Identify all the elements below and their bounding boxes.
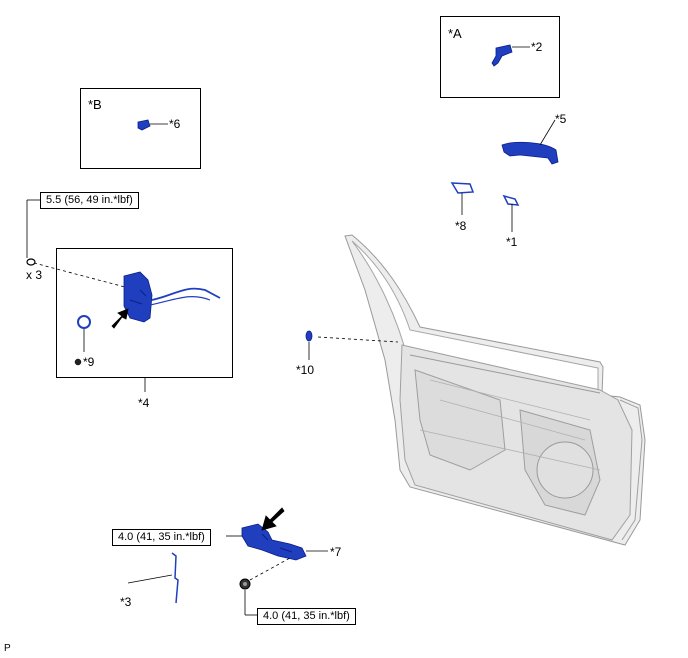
torque-spec-screws: 5.5 (56, 49 in.*lbf) (40, 192, 139, 209)
outside-handle-part (501, 119, 559, 165)
handle-frame-part (226, 507, 328, 581)
lock-clip-part (137, 119, 168, 131)
lock-screw (26, 199, 126, 288)
torque-spec-bracket-bolt: 4.0 (41, 35 in.*lbf) (257, 608, 356, 625)
callout-7: *7 (330, 545, 342, 559)
callout-3: *3 (120, 595, 132, 609)
handle-cap-part (491, 44, 530, 67)
seal-ring-part (74, 315, 91, 366)
callout-5: *5 (555, 112, 567, 126)
service-hole-cover-part (305, 330, 399, 360)
callout-9: *9 (83, 355, 95, 369)
lock-assembly-box (56, 248, 233, 378)
callout-8: *8 (455, 219, 467, 233)
callout-10: *10 (296, 363, 315, 377)
inset-b-box (80, 88, 201, 169)
frame-bolt (239, 578, 257, 616)
inset-a-label: *A (448, 26, 462, 41)
cylinder-cover-part (502, 194, 520, 232)
callout-1: *1 (506, 235, 518, 249)
torque-spec-lock-bolt: 4.0 (41, 35 in.*lbf) (112, 529, 211, 546)
callout-4: *4 (138, 396, 150, 410)
inset-b-label: *B (88, 97, 102, 112)
lock-rod-part (127, 552, 179, 604)
callout-6: *6 (169, 117, 181, 131)
inset-a-box (440, 16, 560, 98)
front-door-panel (344, 234, 646, 546)
door-lock-assembly-part (111, 271, 221, 392)
handle-cover-part (450, 182, 475, 215)
qty-label: x 3 (26, 268, 43, 282)
callout-2: *2 (531, 40, 543, 54)
figure-code: P (4, 643, 11, 654)
